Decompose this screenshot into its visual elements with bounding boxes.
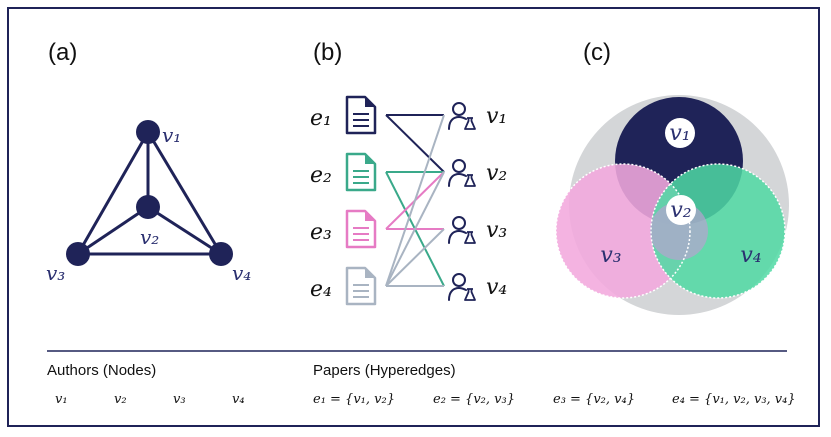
paper-author-bipartite: e₁ e₂ e₃ e₄ v₁ v₂ v₃ v₄ (310, 95, 507, 306)
connection-line (385, 114, 445, 173)
footer-hyperedge: e₄ = {v₁, v₂, v₃, v₄} (672, 392, 796, 407)
venn-label-bg-v2 (666, 195, 696, 225)
graph-node-label: v₄ (232, 261, 251, 285)
panel-b-title: (b) (313, 39, 342, 66)
paper-label: e₃ (310, 220, 332, 245)
researcher-head (452, 273, 466, 287)
hypergraph-venn: v₁ v₂ v₃ v₄ (555, 95, 789, 315)
venn-circle-v3 (556, 164, 690, 298)
researcher-body (448, 172, 467, 187)
venn-label-v3: v₃ (600, 243, 621, 268)
graph-edge (146, 131, 223, 255)
graph-node (136, 195, 160, 219)
paper-label: e₂ (310, 163, 332, 188)
connection-line (385, 171, 445, 287)
paper-label: e₁ (310, 106, 332, 131)
graph-node-label: v₂ (140, 225, 159, 249)
researcher-head (452, 159, 466, 173)
document-corner (365, 268, 375, 278)
graph-node (209, 242, 233, 266)
figure-frame (7, 7, 820, 427)
paper-label: e₄ (310, 277, 332, 302)
document-icon (345, 209, 377, 249)
authors-title: Authors (Nodes) (47, 362, 157, 379)
graph-node-label: v₃ (46, 261, 65, 285)
footer-hyperedge: e₂ = {v₂, v₃} (433, 392, 515, 407)
venn-label-v4: v₄ (740, 243, 761, 268)
author-label: v₃ (486, 218, 507, 243)
connection-line (385, 228, 445, 287)
venn-dotted-outline (650, 163, 786, 299)
researcher-body (448, 115, 467, 130)
author-label: v₁ (486, 104, 507, 129)
venn-dotted-outline (555, 163, 691, 299)
document-icon (345, 266, 377, 306)
document-corner (365, 97, 375, 107)
flask-icon (464, 231, 476, 244)
panel-c-title: (c) (583, 39, 611, 66)
author-label: v₄ (486, 275, 507, 300)
footer-hyperedge: e₁ = {v₁, v₂} (313, 392, 395, 407)
papers-title: Papers (Hyperedges) (313, 362, 456, 379)
researcher-icon (448, 159, 476, 187)
researcher-head (452, 102, 466, 116)
document-icon (345, 95, 377, 135)
venn-label-v1: v₁ (669, 121, 690, 146)
footer-author: v₁ (55, 392, 68, 407)
footer-author: v₂ (114, 392, 127, 407)
footer-author: v₄ (232, 392, 245, 407)
document-icon (345, 152, 377, 192)
document-corner (365, 211, 375, 221)
author-label: v₂ (486, 161, 507, 186)
researcher-icon (448, 216, 476, 244)
graph-node-label: v₁ (162, 123, 181, 147)
graph-node (136, 120, 160, 144)
graph-edge (147, 205, 222, 256)
connection-line (385, 114, 445, 287)
panel-a-title: (a) (48, 39, 77, 66)
venn-label-bg-v1 (665, 118, 695, 148)
graph-edge (77, 205, 149, 256)
researcher-body (448, 286, 467, 301)
graph-node (66, 242, 90, 266)
coauthor-graph: v₁ v₂ v₃ v₄ (46, 120, 251, 285)
flask-icon (464, 174, 476, 187)
graph-edge (76, 131, 150, 255)
document-corner (365, 154, 375, 164)
researcher-icon (448, 102, 476, 130)
flask-icon (464, 288, 476, 301)
flask-icon (464, 117, 476, 130)
footer-hyperedge: e₃ = {v₂, v₄} (553, 392, 635, 407)
researcher-body (448, 229, 467, 244)
venn-label-v2: v₂ (670, 198, 691, 223)
footer-author: v₃ (173, 392, 186, 407)
researcher-icon (448, 273, 476, 301)
researcher-head (452, 216, 466, 230)
